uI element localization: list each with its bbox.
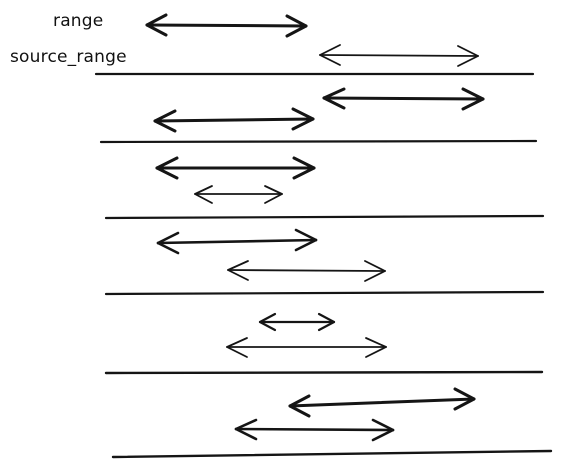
case-4-range-arrow	[258, 312, 336, 332]
case-3-baseline	[104, 214, 545, 220]
case-4-source-range-arrow	[226, 337, 387, 358]
case-2-baseline	[99, 139, 538, 144]
legend-label-source-range: source_range	[10, 47, 127, 67]
case-1-range-arrow	[153, 107, 315, 133]
case-6-baseline	[111, 449, 553, 459]
case-5-source-range-arrow	[234, 418, 395, 442]
case-1-source-range-arrow	[322, 87, 485, 111]
legend-source-range-arrow	[319, 44, 479, 67]
case-5-baseline	[104, 370, 544, 375]
case-3-range-arrow	[156, 228, 318, 255]
legend-label-range: range	[53, 11, 104, 31]
case-2-range-arrow	[155, 156, 316, 180]
case-5-range-arrow	[288, 387, 476, 418]
legend-range-arrow	[145, 13, 308, 38]
case-3-source-range-arrow	[227, 260, 386, 282]
case-2-source-range-arrow	[194, 185, 283, 204]
case-4-baseline	[104, 290, 545, 296]
